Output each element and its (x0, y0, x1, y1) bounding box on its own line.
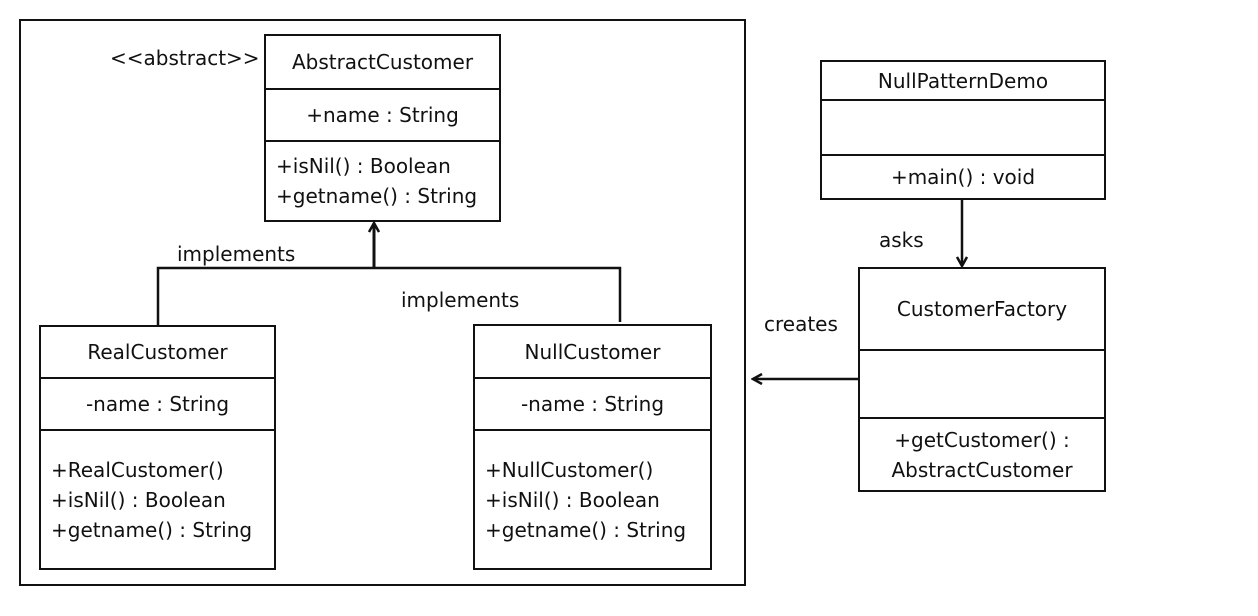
class-name-section: NullPatternDemo (822, 62, 1104, 99)
operation: +getCustomer() : (894, 427, 1070, 452)
class-name: CustomerFactory (896, 297, 1068, 321)
class-name-section: CustomerFactory (860, 269, 1104, 349)
operations-section: +getCustomer() : AbstractCustomer (860, 417, 1104, 490)
attribute: -name : String (520, 392, 665, 416)
customer-factory-class: CustomerFactory +getCustomer() : Abstrac… (858, 267, 1106, 492)
operation: +getname() : String (276, 184, 478, 208)
attributes-section: -name : String (41, 377, 274, 429)
class-name: NullCustomer (524, 339, 661, 364)
package-frame (19, 19, 746, 586)
abstract-stereotype: <<abstract>> (110, 46, 260, 70)
class-name: AbstractCustomer (291, 50, 474, 74)
null-pattern-demo-class: NullPatternDemo +main() : void (820, 60, 1106, 200)
attributes-section (860, 349, 1104, 417)
creates-label: creates (764, 312, 838, 336)
operations-section: +NullCustomer() +isNil() : Boolean +getn… (475, 429, 710, 568)
class-name-section: AbstractCustomer (266, 36, 499, 88)
implements-line-real (156, 266, 374, 326)
operation: +isNil() : Boolean (276, 154, 451, 178)
class-name: NullPatternDemo (877, 68, 1049, 93)
asks-label: asks (879, 228, 924, 252)
operation: +getname() : String (485, 517, 687, 542)
attributes-section: -name : String (475, 377, 710, 429)
implements-label-left: implements (177, 242, 296, 266)
implements-label-right: implements (401, 288, 520, 312)
operations-section: +RealCustomer() +isNil() : Boolean +getn… (41, 429, 274, 568)
attribute: +name : String (306, 103, 459, 127)
null-customer-class: NullCustomer -name : String +NullCustome… (473, 324, 712, 570)
operations-section: +isNil() : Boolean +getname() : String (266, 140, 499, 220)
operations-section: +main() : void (822, 154, 1104, 198)
operation: +NullCustomer() (485, 457, 654, 482)
class-name-section: NullCustomer (475, 326, 710, 377)
operation: +getname() : String (51, 517, 253, 542)
operation: +main() : void (890, 165, 1036, 189)
operation: +RealCustomer() (51, 457, 224, 482)
class-name: RealCustomer (87, 340, 228, 364)
attributes-section (822, 99, 1104, 154)
operation: +isNil() : Boolean (51, 487, 226, 512)
attribute: -name : String (85, 392, 230, 416)
operation: +isNil() : Boolean (485, 487, 660, 512)
real-customer-class: RealCustomer -name : String +RealCustome… (39, 325, 276, 570)
operation: AbstractCustomer (891, 457, 1073, 482)
attributes-section: +name : String (266, 88, 499, 140)
abstract-customer-class: AbstractCustomer +name : String +isNil()… (264, 34, 501, 222)
class-name-section: RealCustomer (41, 327, 274, 377)
implements-line-null (374, 266, 622, 322)
